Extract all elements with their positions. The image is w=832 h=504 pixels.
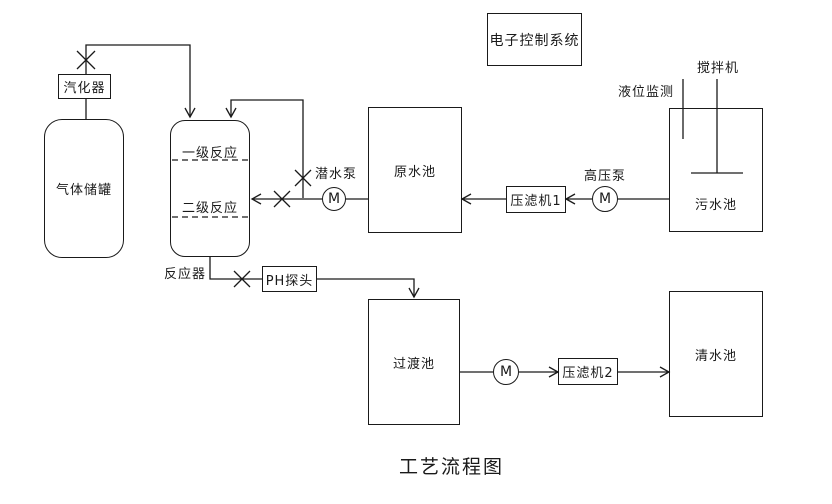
high-pressure-pump-motor-icon: M bbox=[592, 186, 618, 212]
gas-tank: 气体储罐 bbox=[44, 119, 124, 258]
arrowhead-icon bbox=[408, 287, 420, 299]
clean-water-pool: 清水池 bbox=[669, 291, 763, 417]
drain-valve-icon bbox=[233, 270, 251, 288]
control-system-box: 电子控制系统 bbox=[487, 13, 582, 66]
reactor-stage-dividers bbox=[172, 159, 248, 218]
filterpress1-to-rawpool-line bbox=[460, 193, 506, 205]
pump3-to-filterpress2-line bbox=[519, 366, 560, 378]
high-pressure-pump-label: 高压泵 bbox=[584, 169, 627, 184]
filterpress2-to-cleanpool-line bbox=[618, 366, 671, 378]
diagram-title: 工艺流程图 bbox=[399, 456, 505, 478]
submersible-pump-label: 潜水泵 bbox=[315, 167, 358, 182]
ph-probe-label: PH探头 bbox=[265, 273, 314, 289]
pump-to-reactor-line bbox=[250, 193, 322, 205]
arrowhead-icon bbox=[460, 193, 472, 205]
recirculation-valve-icon bbox=[294, 169, 312, 187]
vaporizer-box: 汽化器 bbox=[58, 74, 111, 99]
mixer-label: 搅拌机 bbox=[697, 61, 740, 76]
probe-to-transition-line bbox=[317, 278, 420, 299]
reactor-label: 反应器 bbox=[164, 267, 207, 282]
transition-pool: 过渡池 bbox=[368, 299, 460, 425]
vaporizer-label: 汽化器 bbox=[63, 81, 106, 96]
reactor-inlet-valve-icon bbox=[273, 190, 291, 208]
motor-letter: M bbox=[327, 191, 341, 207]
sewage-pool-label: 污水池 bbox=[694, 198, 737, 213]
submersible-pump-motor-icon: M bbox=[322, 187, 346, 211]
arrowhead-icon bbox=[250, 193, 262, 205]
level-monitor-label: 液位监测 bbox=[618, 85, 675, 100]
transition-pool-label: 过渡池 bbox=[392, 356, 435, 372]
raw-water-pool: 原水池 bbox=[368, 107, 462, 233]
filter-press-2-label: 压滤机2 bbox=[562, 366, 614, 381]
reactor-stage1-label: 一级反应 bbox=[181, 146, 238, 161]
clean-water-pool-label: 清水池 bbox=[694, 348, 737, 364]
arrowhead-icon bbox=[184, 107, 196, 119]
motor-letter: M bbox=[598, 191, 612, 207]
reactor-stage2-label: 二级反应 bbox=[181, 201, 238, 216]
filter-press-2-box: 压滤机2 bbox=[558, 358, 618, 385]
arrowhead-icon bbox=[564, 193, 576, 205]
mixer-shaft-line bbox=[691, 79, 743, 174]
arrowhead-icon bbox=[225, 107, 237, 119]
reactor-vessel: 一级反应 二级反应 bbox=[170, 120, 250, 257]
control-system-label: 电子控制系统 bbox=[489, 32, 580, 49]
filter-press-1-label: 压滤机1 bbox=[510, 194, 562, 209]
reactor-drain-line bbox=[209, 257, 262, 280]
sewage-pool: 污水池 bbox=[669, 108, 763, 232]
gas-tank-label: 气体储罐 bbox=[55, 183, 112, 198]
raw-water-pool-label: 原水池 bbox=[393, 164, 436, 180]
motor-letter: M bbox=[499, 364, 513, 380]
vaporizer-valve-icon bbox=[76, 50, 96, 70]
recirculation-line bbox=[225, 99, 304, 198]
ph-probe-box: PH探头 bbox=[262, 266, 317, 292]
filter-press-1-box: 压滤机1 bbox=[506, 186, 566, 213]
pump2-to-filterpress1-line bbox=[564, 193, 592, 205]
transfer-pump-motor-icon: M bbox=[493, 359, 519, 385]
